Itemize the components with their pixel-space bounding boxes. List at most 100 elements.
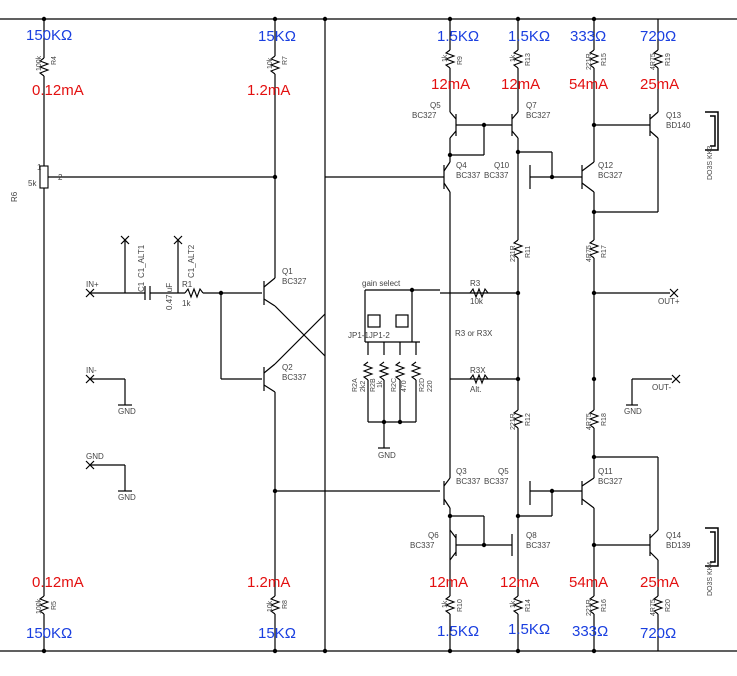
input-network — [90, 240, 262, 491]
r20-ref-label: R20 — [665, 599, 672, 612]
q4-ref-label: Q4 — [456, 161, 467, 170]
q10-ref-label: Q10 — [494, 161, 510, 170]
r11-ref-label: R11 — [525, 246, 532, 258]
top-current-5: 54mA — [569, 76, 608, 93]
r9-value-label: 1k — [442, 54, 449, 62]
top-resistance-5: 333Ω — [570, 28, 606, 45]
q2-ref-label: Q2 — [282, 363, 293, 372]
cap-alt2-label: C1_ALT2 — [187, 244, 196, 278]
output-connectors — [118, 378, 672, 492]
gnd-connector-label: GND — [86, 452, 104, 461]
out-minus-label: OUT- — [652, 383, 671, 392]
q1-ref-label: Q1 — [282, 267, 293, 276]
r14-ref-label: R14 — [525, 599, 532, 612]
r3-ref-label: R3 — [470, 279, 481, 288]
top-resistance-3: 1.5KΩ — [437, 28, 479, 45]
in-plus-label: IN+ — [86, 280, 99, 289]
r8-value-label: 10k — [267, 600, 274, 612]
gain-select-network — [362, 287, 520, 449]
gnd-label-1: GND — [118, 407, 136, 416]
q8-ref-label: Q8 — [526, 531, 537, 540]
r16-ref-label: R16 — [601, 599, 608, 612]
r2b-ref-label: R2B — [370, 378, 377, 392]
r12-ref-label: R12 — [525, 413, 532, 426]
q13-type-label: BD140 — [666, 121, 691, 130]
r18-value-label: 4R75 — [586, 413, 593, 430]
bottom-current-2: 1.2mA — [247, 574, 290, 591]
top-resistance-2: 15KΩ — [258, 28, 296, 45]
r15-value-label: 221R — [586, 53, 593, 70]
upper-output-stage — [325, 19, 670, 478]
r7-value-label: 10k — [267, 57, 274, 69]
bottom-resistance-2: 15KΩ — [258, 625, 296, 642]
heatsink-bottom-label: DO3S KK4 — [707, 562, 714, 596]
q12-ref-label: Q12 — [598, 161, 614, 170]
r17-value-label: 4R75 — [586, 245, 593, 262]
top-resistance-1: 150KΩ — [26, 27, 72, 44]
r5-ref-label: R5 — [51, 601, 58, 610]
r3x-ref-label: R3X — [470, 366, 486, 375]
top-current-1: 0.12mA — [32, 82, 84, 99]
q6-type-label: BC337 — [410, 541, 435, 550]
q14-type-label: BD139 — [666, 541, 691, 550]
r13-ref-label: R13 — [525, 53, 532, 66]
r4-value-label: 100k — [36, 55, 43, 71]
heatsink-top-label: DO3S KK3 — [707, 146, 714, 180]
top-current-3: 12mA — [431, 76, 470, 93]
r16-value-label: 221R — [586, 599, 593, 616]
r7-ref-label: R7 — [282, 56, 289, 65]
r5-value-label: 100k — [36, 598, 43, 614]
r17-ref-label: R17 — [601, 245, 608, 258]
cap-ref-label: C1 — [137, 281, 146, 292]
bottom-current-3: 12mA — [429, 574, 468, 591]
r9-ref-label: R9 — [457, 56, 464, 65]
r20-value-label: 4R75 — [650, 599, 657, 616]
q12-type-label: BC327 — [598, 171, 623, 180]
r1-ref-label: R1 — [182, 280, 193, 289]
q1-type-label: BC327 — [282, 277, 307, 286]
bottom-current-5: 54mA — [569, 574, 608, 591]
r2a-ref-label: R2A — [352, 378, 359, 392]
connector-marks — [85, 235, 681, 470]
top-current-2: 1.2mA — [247, 82, 290, 99]
bottom-current-6: 25mA — [640, 574, 679, 591]
r2b-value-label: 1k — [377, 380, 384, 388]
gnd-label-3: GND — [378, 451, 396, 460]
top-current-4: 12mA — [501, 76, 540, 93]
q13-ref-label: Q13 — [666, 111, 682, 120]
cap-alt1-label: C1_ALT1 — [137, 244, 146, 278]
q6-ref-label: Q6 — [428, 531, 439, 540]
supply-rails — [0, 18, 737, 652]
q11-type-label: BC327 — [598, 477, 623, 486]
r12-value-label: 221R — [510, 413, 517, 430]
r2c-value-label: 470 — [401, 380, 408, 392]
q4-type-label: BC337 — [456, 171, 481, 180]
q3-type-label: BC337 — [456, 477, 481, 486]
resistance-annotations: 150KΩ 15KΩ 1.5KΩ 1.5KΩ 333Ω 720Ω 150KΩ 1… — [26, 27, 676, 642]
current-annotations: 0.12mA 1.2mA 12mA 12mA 54mA 25mA 0.12mA … — [32, 76, 679, 591]
r2d-ref-label: R2D — [419, 378, 426, 392]
q5-top-ref-label: Q5 — [430, 101, 441, 110]
q5-type-label: BC337 — [484, 477, 509, 486]
q5-top-type-label: BC327 — [412, 111, 437, 120]
q3-ref-label: Q3 — [456, 467, 467, 476]
r13-value-label: 1k — [510, 54, 517, 62]
q10-type-label: BC337 — [484, 171, 509, 180]
top-current-6: 25mA — [640, 76, 679, 93]
bottom-current-4: 12mA — [500, 574, 539, 591]
component-labels: R6 5k 2 1 100k R4 10k R7 1k R9 1k R13 22… — [10, 53, 714, 616]
pot-pin1-label: 1 — [37, 163, 42, 172]
r3-value-label: 10k — [470, 297, 484, 306]
q14-ref-label: Q14 — [666, 531, 682, 540]
q7-type-label: BC327 — [526, 111, 551, 120]
bottom-resistance-6: 720Ω — [640, 625, 676, 642]
r11-value-label: 221R — [510, 245, 517, 262]
r10-ref-label: R10 — [457, 599, 464, 612]
junction-dots — [41, 16, 597, 654]
gnd-label-4: GND — [624, 407, 642, 416]
input-pair — [263, 277, 276, 393]
top-resistance-4: 1.5KΩ — [508, 28, 550, 45]
top-resistance-6: 720Ω — [640, 28, 676, 45]
bottom-resistance-4: 1.5KΩ — [508, 621, 550, 638]
